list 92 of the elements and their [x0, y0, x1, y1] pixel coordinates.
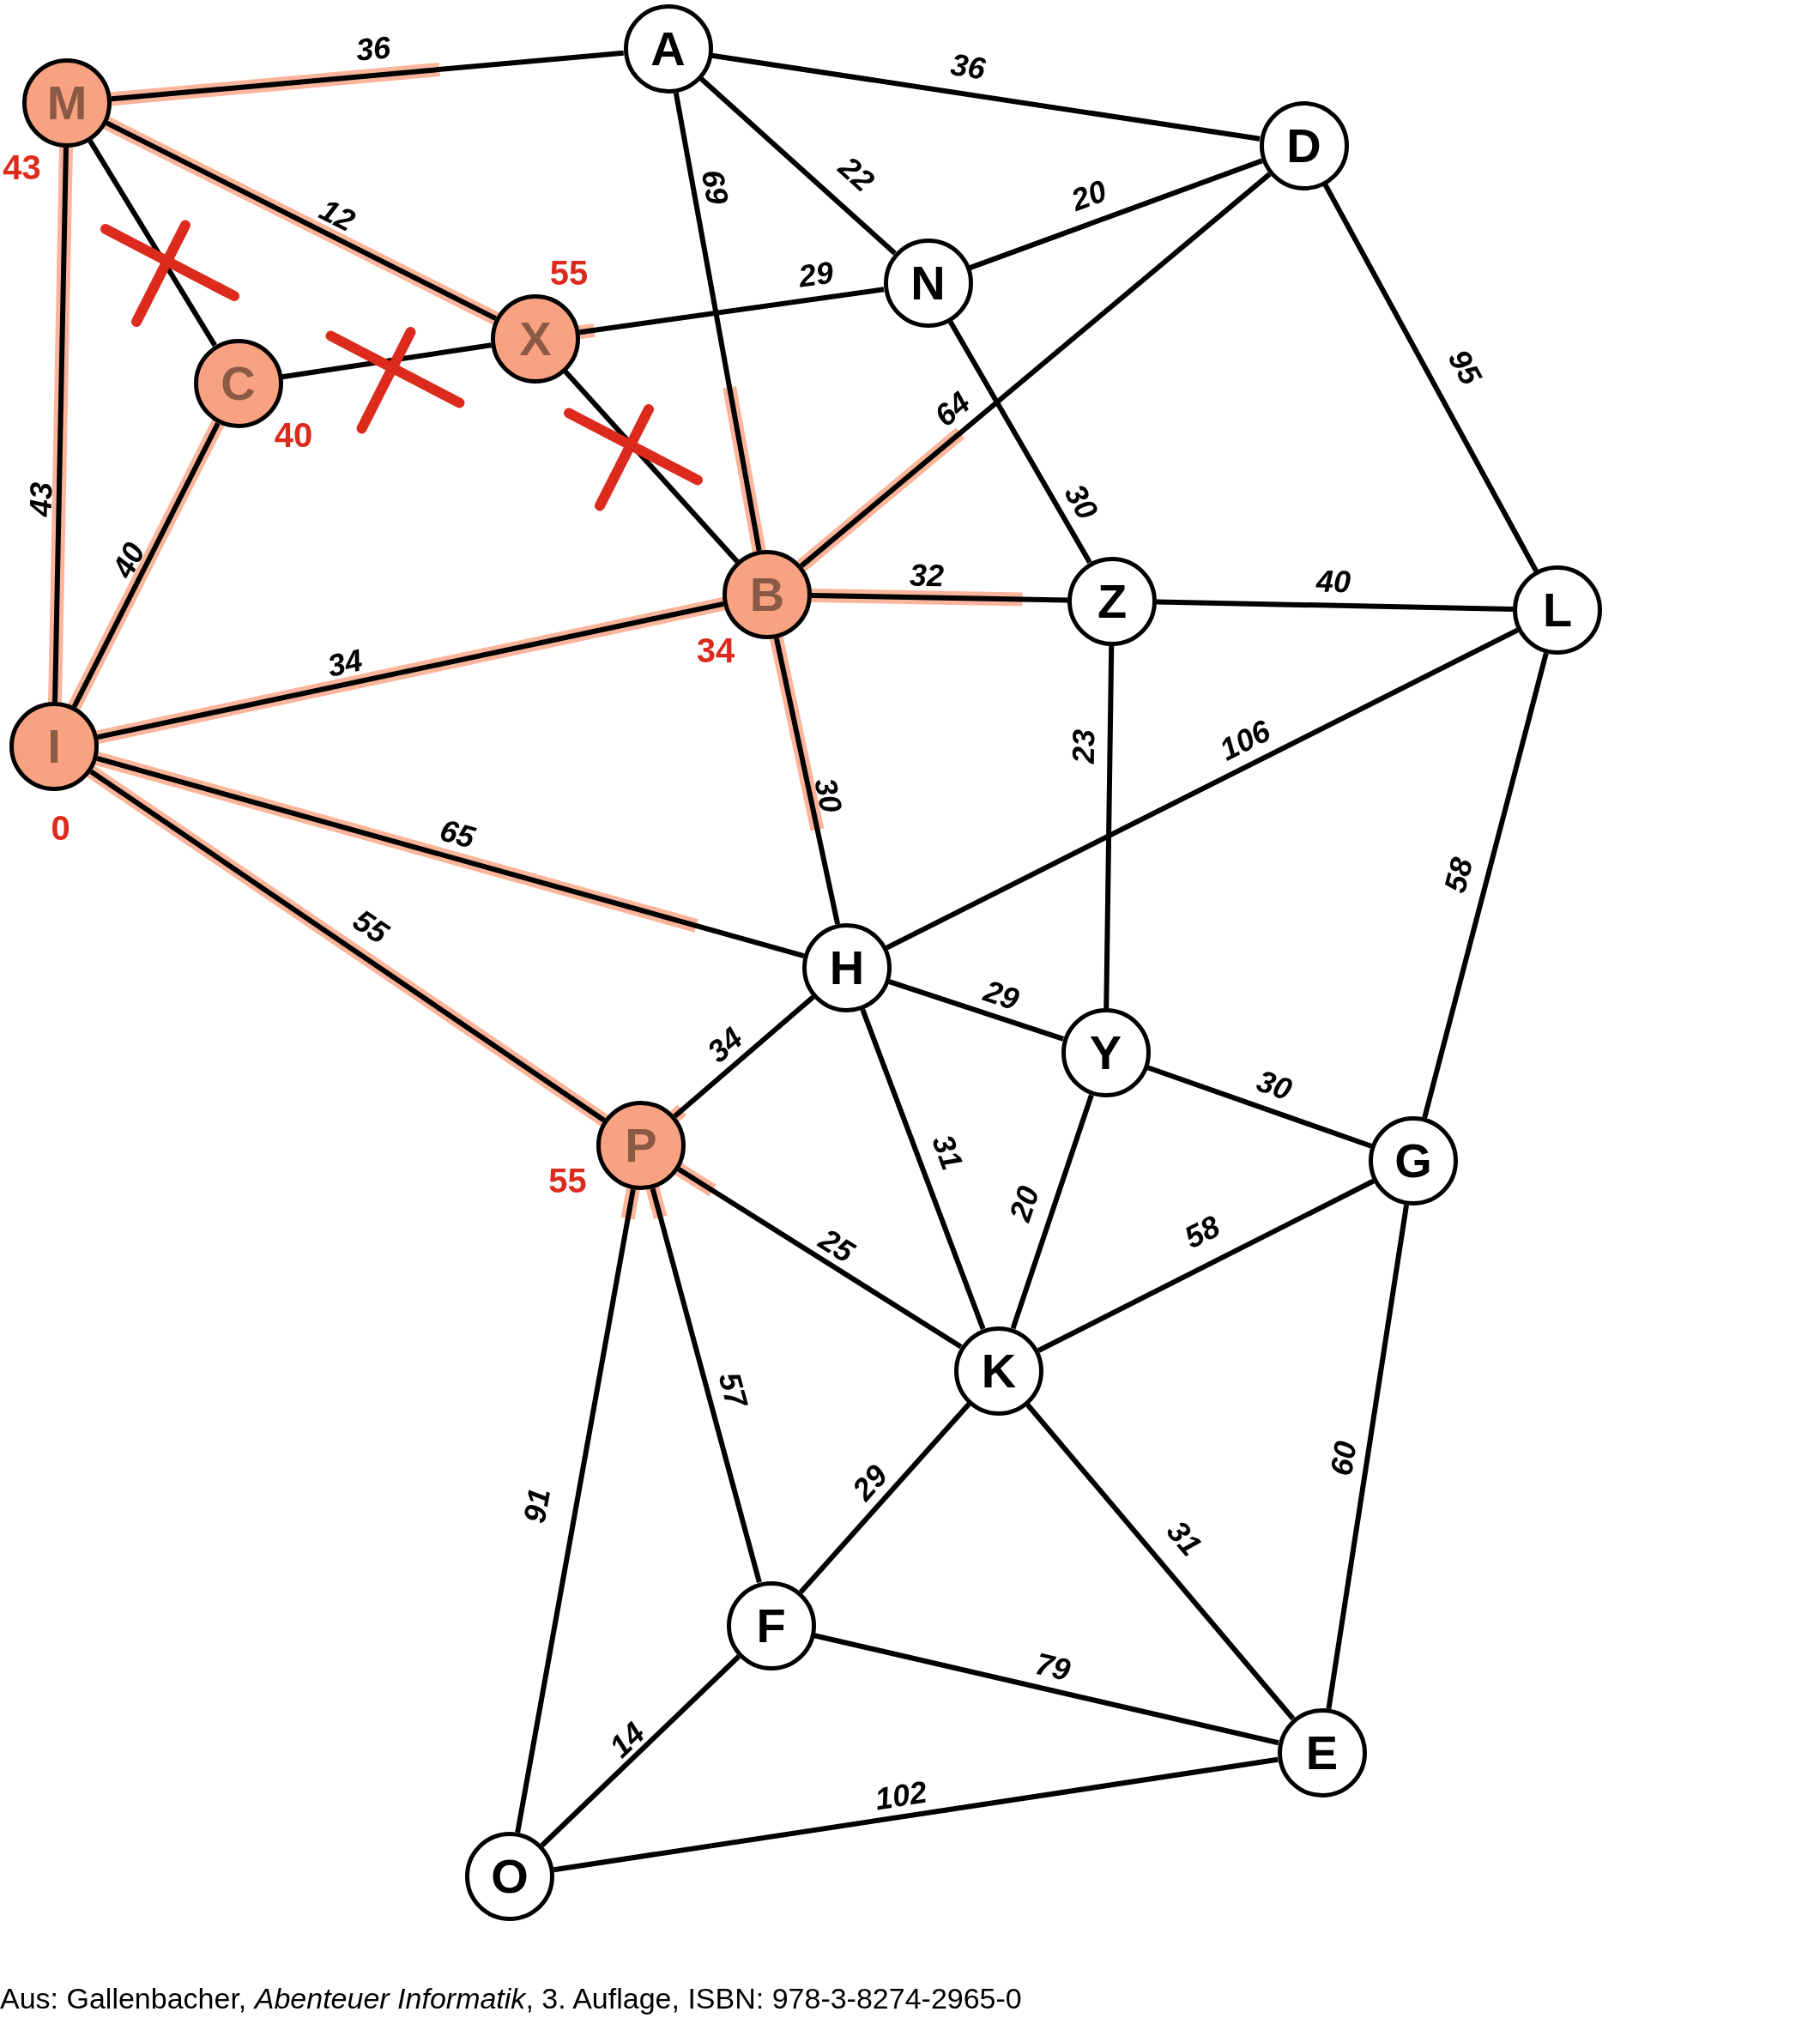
- node-letter: E: [1305, 1729, 1339, 1777]
- edge-line: [1322, 183, 1539, 572]
- distance-label: 34: [696, 632, 735, 668]
- edge-line: [88, 139, 217, 347]
- edge-label: 23: [1067, 728, 1100, 764]
- edge-line: [673, 92, 762, 552]
- distance-label: 0: [51, 810, 70, 845]
- edge-label: 25: [813, 1223, 860, 1268]
- node-letter: I: [47, 722, 61, 770]
- edge-line: [798, 1402, 971, 1594]
- edge-line: [1326, 1204, 1410, 1710]
- edge-label: 36: [948, 49, 988, 85]
- edge-label: 64: [929, 386, 976, 432]
- node-letter: L: [1542, 586, 1573, 634]
- edge-label: 79: [1032, 1647, 1073, 1686]
- edge-line: [799, 172, 1272, 568]
- edge-line: [811, 592, 1068, 603]
- edge-line: [711, 52, 1261, 142]
- edge-label: 58: [1439, 855, 1478, 896]
- edge-line: [71, 422, 221, 708]
- node-letter: K: [981, 1346, 1017, 1395]
- distance-label: 55: [548, 1163, 587, 1198]
- edge-label: 55: [348, 903, 394, 950]
- edge-label: 29: [796, 256, 836, 293]
- edge-label: 20: [1067, 175, 1110, 216]
- edge-label: 30: [808, 775, 847, 816]
- edge-line: [673, 994, 815, 1119]
- edge-label: 58: [1180, 1210, 1224, 1254]
- edge-label: 22: [832, 150, 880, 197]
- edge-label: 60: [1326, 1438, 1362, 1478]
- distance-label: 40: [274, 418, 313, 452]
- edge-label: 34: [701, 1022, 748, 1068]
- edge-label: 91: [518, 1486, 555, 1526]
- node-letter: B: [749, 571, 785, 619]
- edge-label: 43: [25, 481, 57, 517]
- edge-line: [540, 1654, 741, 1848]
- edge-label: 106: [1214, 714, 1275, 766]
- node-letter: O: [491, 1852, 529, 1900]
- node-letter: Y: [1089, 1029, 1122, 1077]
- node-letter: D: [1286, 121, 1321, 170]
- edge-line: [89, 769, 606, 1123]
- distance-label: 55: [549, 256, 589, 290]
- node-letter: N: [910, 259, 946, 307]
- edge-line: [1025, 1403, 1296, 1721]
- node-letter: A: [650, 25, 686, 73]
- node-letter: H: [829, 944, 865, 992]
- edge-label: 14: [603, 1717, 650, 1763]
- node-letter: C: [221, 359, 256, 408]
- caption: Aus: Gallenbacher, Abenteuer Informatik, 3. Auflage, ISBN: 978-3-8274-2965-0: [0, 1984, 1022, 2013]
- edge-label: 30: [1253, 1064, 1296, 1106]
- edge-label: 29: [847, 1459, 893, 1506]
- node-letter: F: [756, 1601, 786, 1650]
- edge-line: [773, 637, 841, 925]
- edge-label: 95: [1442, 344, 1487, 390]
- edge-line: [52, 147, 69, 703]
- edge-line: [563, 370, 740, 564]
- node-letter: M: [46, 79, 88, 127]
- edge-line: [1037, 1178, 1375, 1353]
- edge-label: 20: [1004, 1181, 1045, 1225]
- edge-line: [947, 320, 1092, 564]
- edge-line: [515, 1188, 636, 1834]
- node-letter: X: [519, 314, 552, 363]
- edge-line: [886, 627, 1519, 951]
- edge-label: 102: [873, 1776, 929, 1815]
- edge-label: 65: [436, 814, 478, 854]
- node-letter: Z: [1097, 577, 1128, 625]
- edge-line: [281, 342, 493, 380]
- edge-line: [553, 1756, 1279, 1873]
- edge-label: 57: [712, 1368, 753, 1411]
- edge-label: 32: [909, 559, 945, 591]
- node-letter: G: [1394, 1137, 1432, 1185]
- edge-label: 12: [315, 193, 360, 237]
- edge-label: 34: [324, 643, 366, 682]
- edge-line: [1103, 645, 1115, 1009]
- edge-line: [97, 601, 724, 740]
- edge-line: [106, 120, 497, 321]
- edge-label: 31: [927, 1130, 968, 1174]
- distance-label: 43: [3, 150, 41, 184]
- edge-label: 40: [106, 537, 151, 583]
- edge-line: [1156, 599, 1514, 612]
- edge-label: 40: [1315, 565, 1351, 598]
- edge-line: [111, 50, 624, 102]
- edge-label: 36: [354, 32, 392, 66]
- edge-label: 29: [980, 975, 1023, 1015]
- edge-line: [699, 76, 897, 256]
- edge-line: [579, 287, 885, 335]
- graph-node: [954, 1326, 1043, 1416]
- node-letter: P: [625, 1121, 657, 1169]
- edge-line: [677, 1167, 963, 1350]
- edge-label: 31: [1161, 1514, 1207, 1562]
- edge-label: 69: [696, 166, 733, 207]
- edge-label: 30: [1059, 479, 1103, 525]
